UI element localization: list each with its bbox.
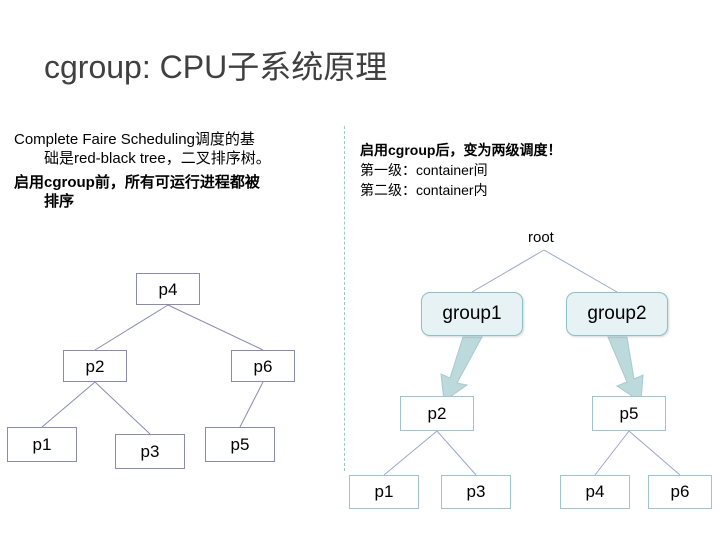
right-node-p1: p1 — [349, 475, 419, 509]
left-node-p5: p5 — [205, 427, 275, 462]
left-para1-line2: 础是red-black tree，二叉排序树。 — [44, 150, 271, 167]
left-node-p1: p1 — [7, 427, 77, 462]
left-node-p4: p4 — [136, 273, 200, 305]
right-group-group2: group2 — [566, 292, 668, 336]
right-node-p4: p4 — [560, 475, 630, 509]
left-description: Complete Faire Scheduling调度的基 础是red-blac… — [14, 130, 339, 211]
right-node-p6: p6 — [648, 475, 712, 509]
right-root-label: root — [528, 229, 554, 246]
left-node-p3: p3 — [115, 434, 185, 469]
right-line2: 第一级：container间 — [360, 162, 488, 178]
page-title: cgroup: CPU子系统原理 — [44, 49, 388, 85]
right-node-p5: p5 — [592, 396, 666, 431]
left-node-p2: p2 — [63, 350, 127, 382]
right-line3: 第二级：container内 — [360, 182, 488, 198]
right-description: 启用cgroup后，变为两级调度！ 第一级：container间 第二级：con… — [360, 140, 700, 200]
right-line1: 启用cgroup后，变为两级调度！ — [360, 142, 562, 158]
left-para1-line1: Complete Faire Scheduling调度的基 — [14, 131, 255, 148]
left-para2-line1: 启用cgroup前，所有可运行进程都被 — [14, 174, 260, 191]
left-para2-line2: 排序 — [44, 193, 75, 210]
right-node-p2: p2 — [400, 396, 474, 431]
left-para2: 启用cgroup前，所有可运行进程都被 排序 — [14, 173, 339, 211]
right-node-p3: p3 — [441, 475, 511, 509]
left-node-p6: p6 — [231, 350, 295, 382]
left-para1: Complete Faire Scheduling调度的基 础是red-blac… — [14, 130, 339, 168]
column-divider — [344, 126, 345, 471]
right-group-group1: group1 — [421, 292, 523, 336]
